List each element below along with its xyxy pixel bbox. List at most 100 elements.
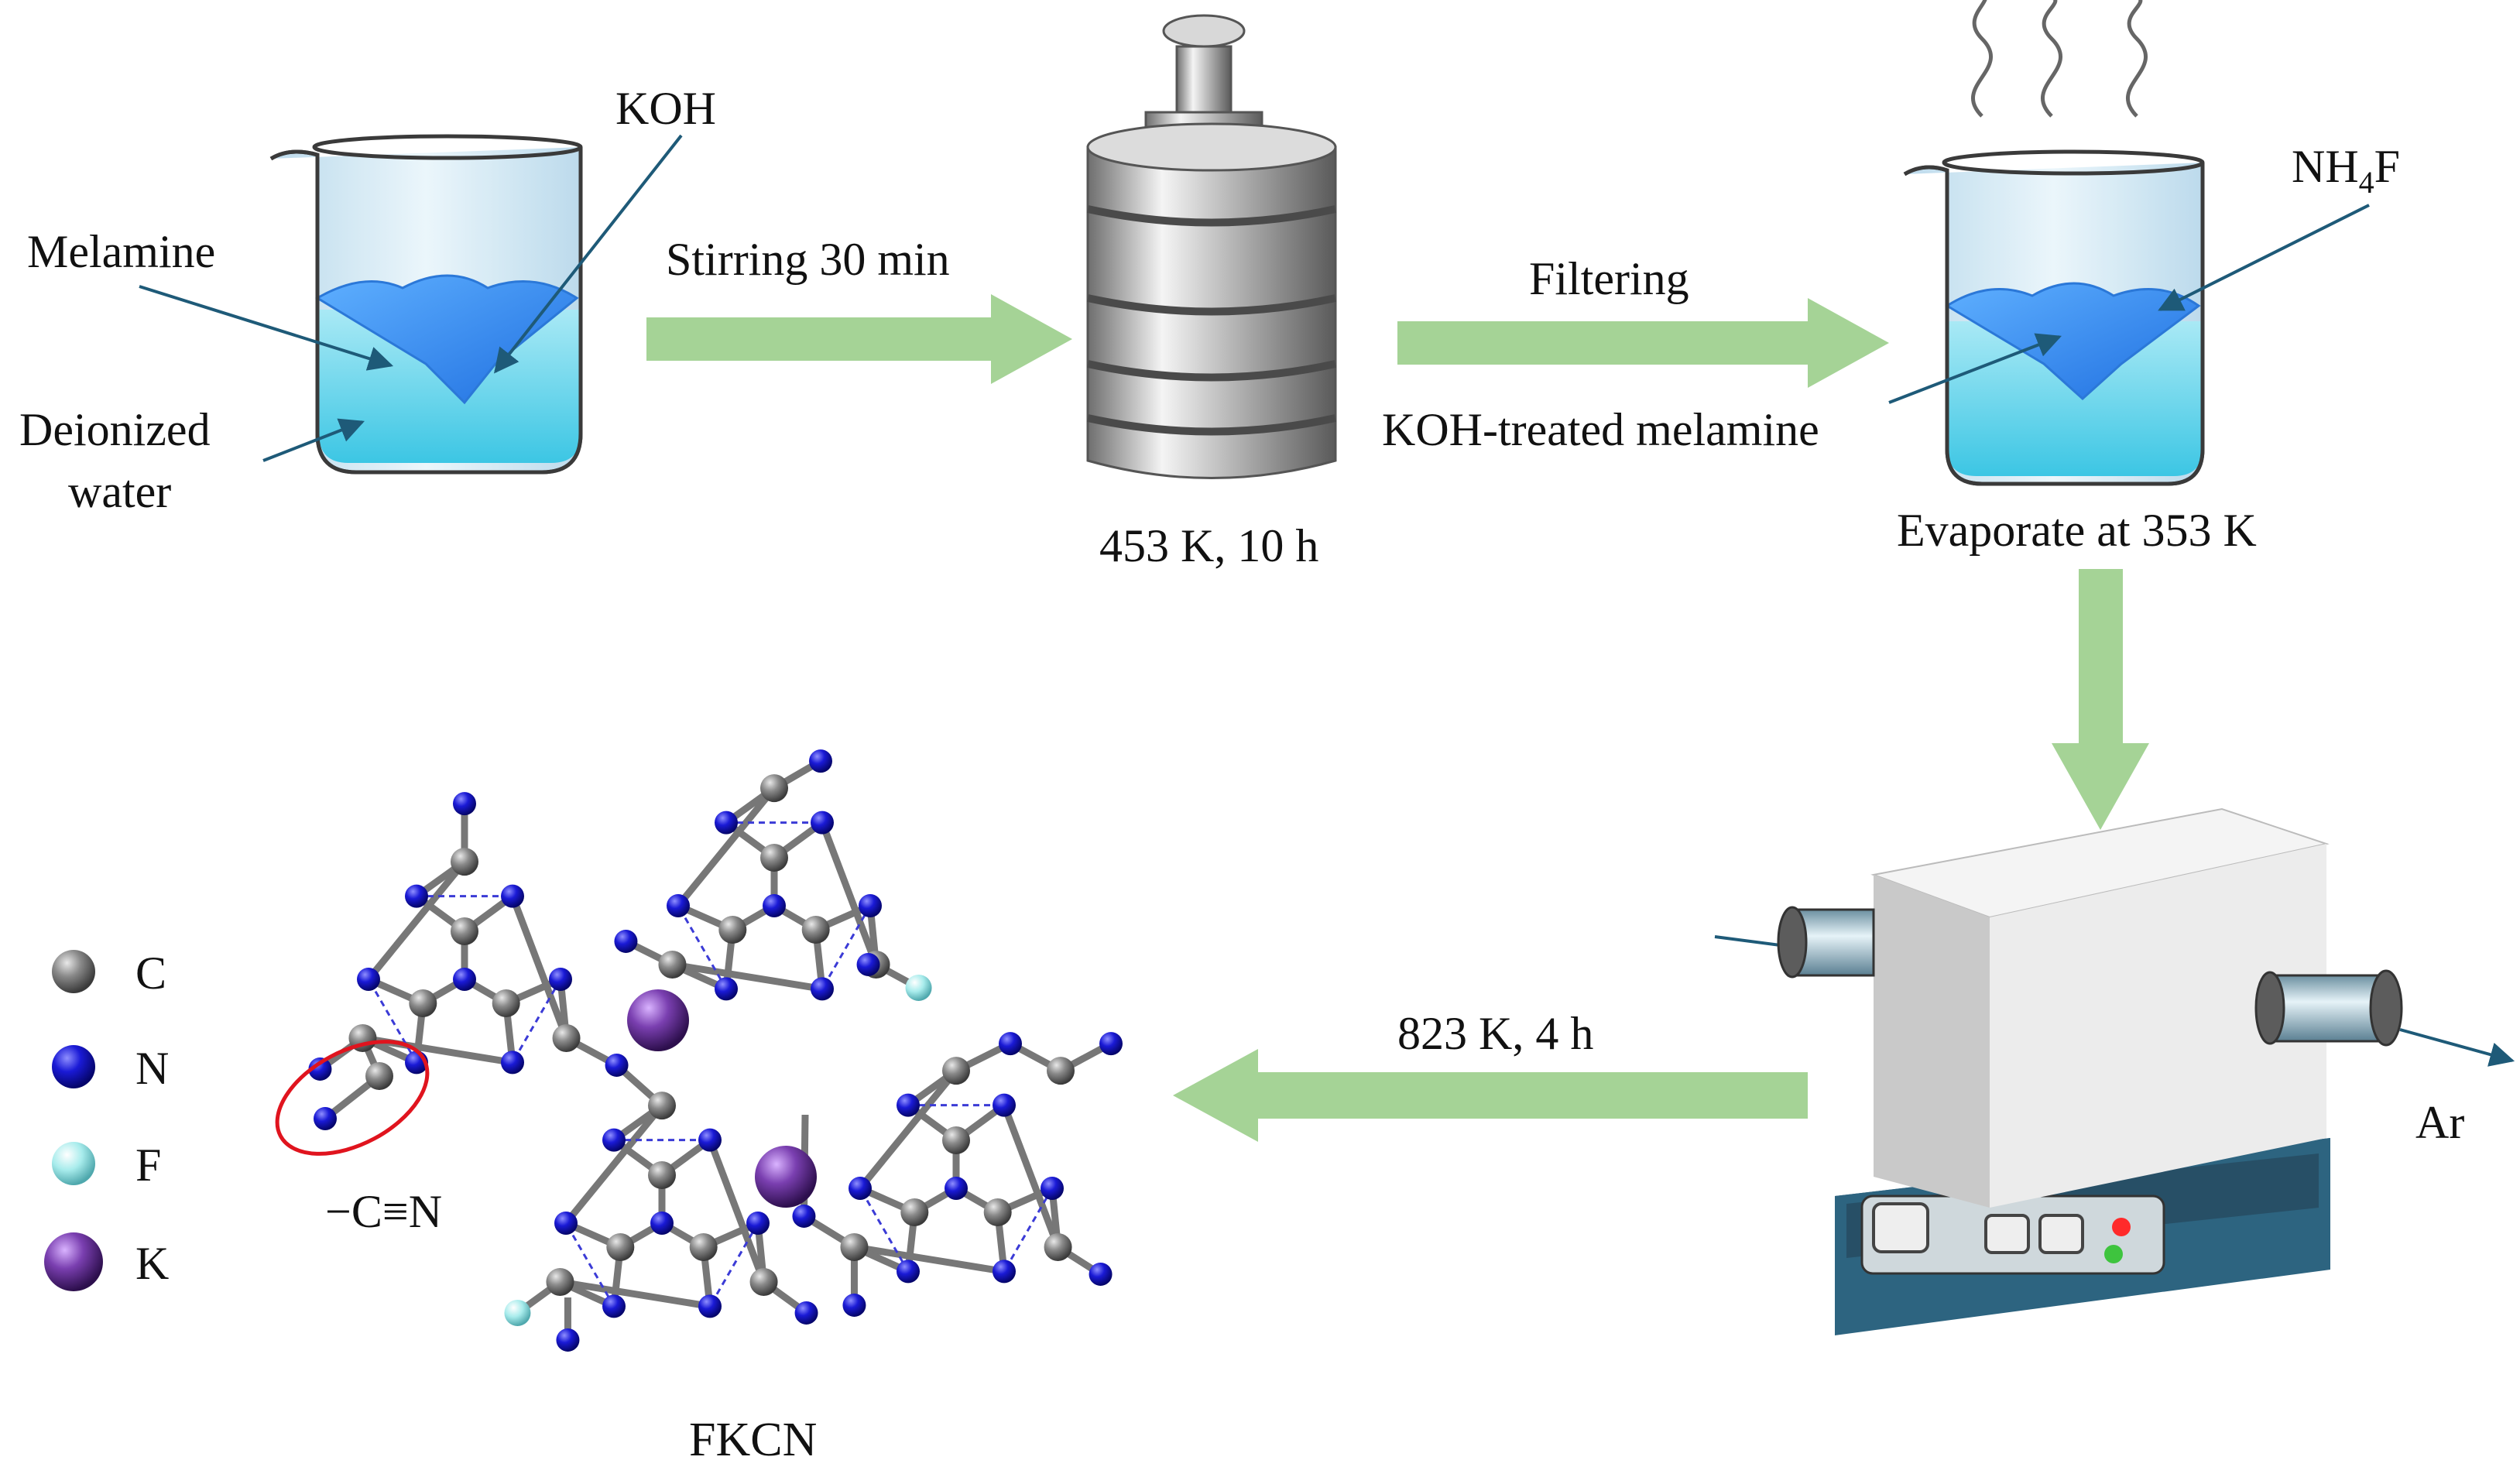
carbon-atom: [1047, 1057, 1075, 1085]
carbon-atom: [760, 844, 788, 872]
aromatic-bond: [821, 905, 872, 990]
nitrogen-atom: [698, 1128, 722, 1152]
carbon-atom: [718, 916, 747, 944]
nitrogen-atom: [1099, 1032, 1123, 1056]
nitrogen-atom: [602, 1294, 626, 1318]
carbon-atom: [749, 1267, 778, 1296]
carbon-atom: [689, 1233, 718, 1261]
furnace-button-2: [1984, 1214, 2030, 1254]
nitrogen-atom: [763, 894, 786, 917]
carbon-atom: [801, 916, 830, 944]
legend-nitrogen-icon: [52, 1045, 95, 1088]
koh-label: KOH: [615, 83, 716, 134]
beaker-1: [269, 134, 583, 475]
nitrogen-atom: [501, 884, 524, 908]
melamine-pointer: [139, 285, 394, 371]
carbon-atom: [942, 1126, 970, 1154]
carbon-atom: [840, 1232, 869, 1261]
nitrogen-atom: [849, 1177, 872, 1200]
bond: [818, 821, 879, 966]
arrow-down: [2052, 569, 2149, 830]
nitrogen-atom: [1041, 1177, 1064, 1200]
aromatic-bond: [511, 979, 562, 1064]
carbon-atom: [451, 917, 478, 945]
carbon-atom: [900, 1198, 929, 1226]
legend-fluorine-icon: [52, 1142, 95, 1185]
nitrogen-atom: [602, 1128, 626, 1152]
carbon-atom: [648, 1161, 676, 1189]
nitrogen-atom: [698, 1294, 722, 1318]
nitrogen-atom: [897, 1093, 920, 1117]
nitrogen-atom: [842, 1293, 866, 1317]
carbon-atom: [451, 848, 478, 876]
carbon-atom: [546, 1267, 574, 1296]
nitrogen-atom: [794, 1301, 818, 1325]
nh4f-label: NH4F: [2292, 141, 2400, 200]
aromatic-bond: [708, 1222, 759, 1308]
nitrogen-atom: [945, 1177, 968, 1200]
koh-pointer: [494, 134, 683, 374]
bond: [671, 961, 823, 992]
bond: [365, 859, 468, 982]
nitrogen-atom: [314, 1107, 337, 1130]
nitrogen-atom: [715, 811, 738, 835]
autoclave-condition: 453 K, 10 h: [1099, 520, 1318, 571]
aromatic-bond: [367, 979, 418, 1064]
carbon-atom: [552, 1023, 581, 1052]
carbon-atom: [409, 989, 437, 1017]
nitrogen-atom: [811, 811, 834, 835]
carbon-atom: [983, 1198, 1012, 1226]
legend-nitrogen-label: N: [135, 1043, 169, 1094]
nitrogen-atom: [811, 977, 834, 1001]
product-name: FKCN: [689, 1414, 817, 1466]
legend-fluorine-label: F: [135, 1140, 161, 1191]
nitrogen-atom: [554, 1212, 578, 1235]
carbon-atom: [760, 774, 788, 803]
carbon-atom: [942, 1057, 970, 1085]
arrow-stirring: [646, 294, 1072, 384]
bond: [706, 1139, 767, 1284]
deionized-label: Deionized: [19, 404, 211, 455]
carbon-atom: [606, 1233, 635, 1261]
nitrogen-atom: [556, 1328, 580, 1352]
nitrogen-atom: [746, 1212, 770, 1235]
nitrogen-atom: [357, 968, 380, 991]
nitrogen-atom: [856, 952, 880, 976]
nitrogen-atom: [650, 1212, 674, 1235]
nitrogen-atom: [993, 1260, 1016, 1284]
nitrogen-atom: [715, 977, 738, 1001]
nitrogen-atom: [501, 1051, 524, 1075]
carbon-atom: [365, 1062, 393, 1090]
treated-pointer: [1888, 333, 2062, 404]
nh4f-pointer: [2158, 204, 2370, 311]
cyano-label: −C≡N: [325, 1186, 442, 1237]
carbon-atom: [648, 1092, 676, 1120]
stirring-label: Stirring 30 min: [666, 234, 950, 285]
nitrogen-atom: [453, 792, 476, 816]
tube-furnace: [1714, 807, 2515, 1335]
nitrogen-atom: [792, 1204, 816, 1228]
beaker-2: [1903, 0, 2205, 486]
bond: [853, 1243, 1005, 1275]
water-pointer: [262, 418, 365, 462]
heating-label: 823 K, 4 h: [1397, 1008, 1593, 1059]
legend-carbon-label: C: [135, 948, 166, 999]
bond: [509, 895, 570, 1040]
gas-outlet-line: [2399, 1028, 2515, 1067]
fkcn-structure: [308, 749, 1123, 1352]
nitrogen-atom: [549, 968, 572, 991]
nitrogen-atom: [897, 1260, 920, 1284]
fluorine-atom: [905, 974, 932, 1001]
steam-icon: [1970, 0, 1994, 118]
nitrogen-atom: [453, 968, 476, 991]
carbon-atom: [658, 950, 687, 979]
indicator-red: [2112, 1218, 2131, 1236]
bond: [563, 1103, 665, 1225]
bond: [559, 1278, 711, 1310]
autoclave: [1086, 14, 1337, 479]
nitrogen-atom: [999, 1032, 1022, 1056]
legend-potassium-label: K: [135, 1238, 169, 1289]
melamine-label: Melamine: [27, 226, 215, 277]
arrow-heating: [1173, 1049, 1808, 1142]
